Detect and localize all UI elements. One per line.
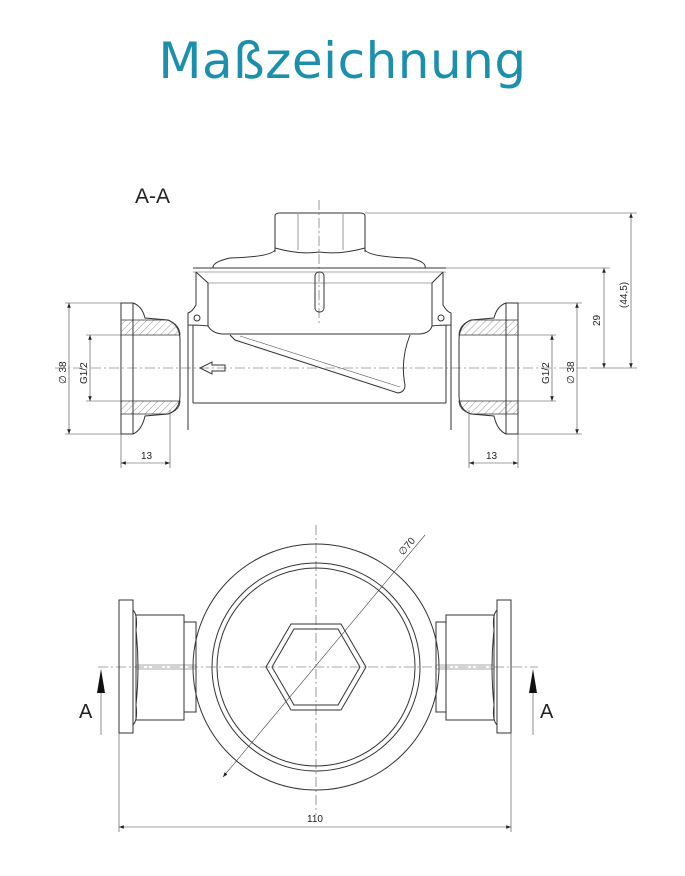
section-arrow-right-icon (529, 669, 537, 693)
body-height-dim: 29 (592, 314, 603, 326)
total-height-dim: (44,5) (619, 282, 630, 308)
left-thread-dim: G1/2 (79, 362, 90, 384)
right-fitting (458, 302, 519, 435)
housing (195, 271, 444, 335)
cap (274, 212, 366, 252)
section-mark-left: A (79, 701, 93, 723)
left-fitting-top (118, 599, 197, 734)
valve-blade (229, 334, 411, 394)
flow-arrow (198, 361, 226, 375)
left-fitting (120, 302, 181, 435)
width-dim: 110 (307, 814, 323, 825)
section-view: A-A (55, 185, 637, 468)
pin (314, 271, 325, 313)
right-fitting-top (435, 599, 512, 734)
page-title: Maßzeichnung (158, 32, 527, 90)
right-outer-diameter-dim: ∅ 38 (566, 361, 577, 384)
hex-nut (265, 623, 367, 711)
right-depth-dim: 13 (486, 451, 498, 462)
left-depth-dim: 13 (141, 451, 153, 462)
left-outer-diameter-dim: ∅ 38 (58, 361, 69, 384)
section-label: A-A (135, 185, 170, 208)
section-mark-right: A (540, 701, 554, 723)
outer-circle (192, 543, 440, 791)
top-view: A A ∅70 110 (79, 525, 554, 832)
section-arrow-left-icon (97, 669, 105, 693)
right-thread-dim: G1/2 (541, 362, 552, 384)
